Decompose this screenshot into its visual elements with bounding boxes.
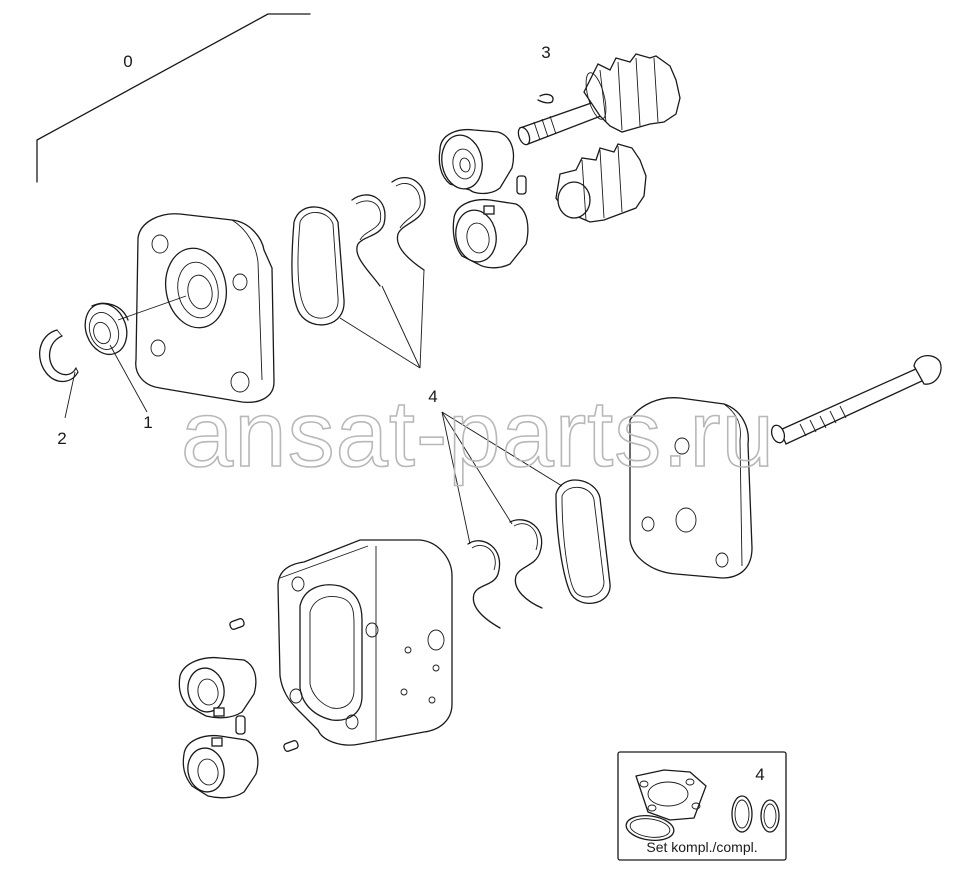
drive-gear-shaft [517, 53, 681, 146]
shaft-seal [84, 302, 129, 356]
leader-lines-upper-4 [339, 269, 425, 369]
lower-bearing-bushing-rear [182, 734, 259, 799]
seal-set-box: Set kompl./compl. 4 [617, 751, 787, 861]
driven-gear [555, 143, 647, 223]
dowel-pins-lower [229, 618, 299, 752]
front-flange-cover [135, 213, 275, 404]
upper-oring [291, 206, 345, 326]
leader-lines-1-2 [64, 295, 187, 419]
set-box-label: Set kompl./compl. [646, 839, 757, 855]
callout-labels: 0 1 2 3 4 [57, 43, 550, 448]
retaining-ring [39, 329, 79, 383]
upper-bearing-bushing [438, 128, 515, 195]
callout-3: 3 [541, 43, 550, 62]
lower-bearing-bushing-front [178, 656, 257, 719]
lower-oring [555, 479, 611, 604]
upper-set-lower-bushing [452, 198, 529, 269]
pump-body-housing [277, 539, 453, 746]
callout-2: 2 [57, 429, 66, 448]
upper-backup-rings [351, 177, 426, 287]
callout-4-upper: 4 [428, 387, 437, 406]
callout-0: 0 [123, 52, 132, 71]
rear-cover-plate [629, 397, 753, 579]
leader-lines-lower-4 [441, 411, 563, 545]
dowel-pin-upper [516, 175, 527, 195]
lower-backup-rings [467, 519, 543, 629]
assembly-bracket [36, 13, 311, 183]
callout-1: 1 [143, 413, 152, 432]
watermark-text: ansat-parts.ru [181, 381, 775, 486]
set-box-callout: 4 [755, 765, 764, 784]
long-bolt [770, 355, 942, 445]
